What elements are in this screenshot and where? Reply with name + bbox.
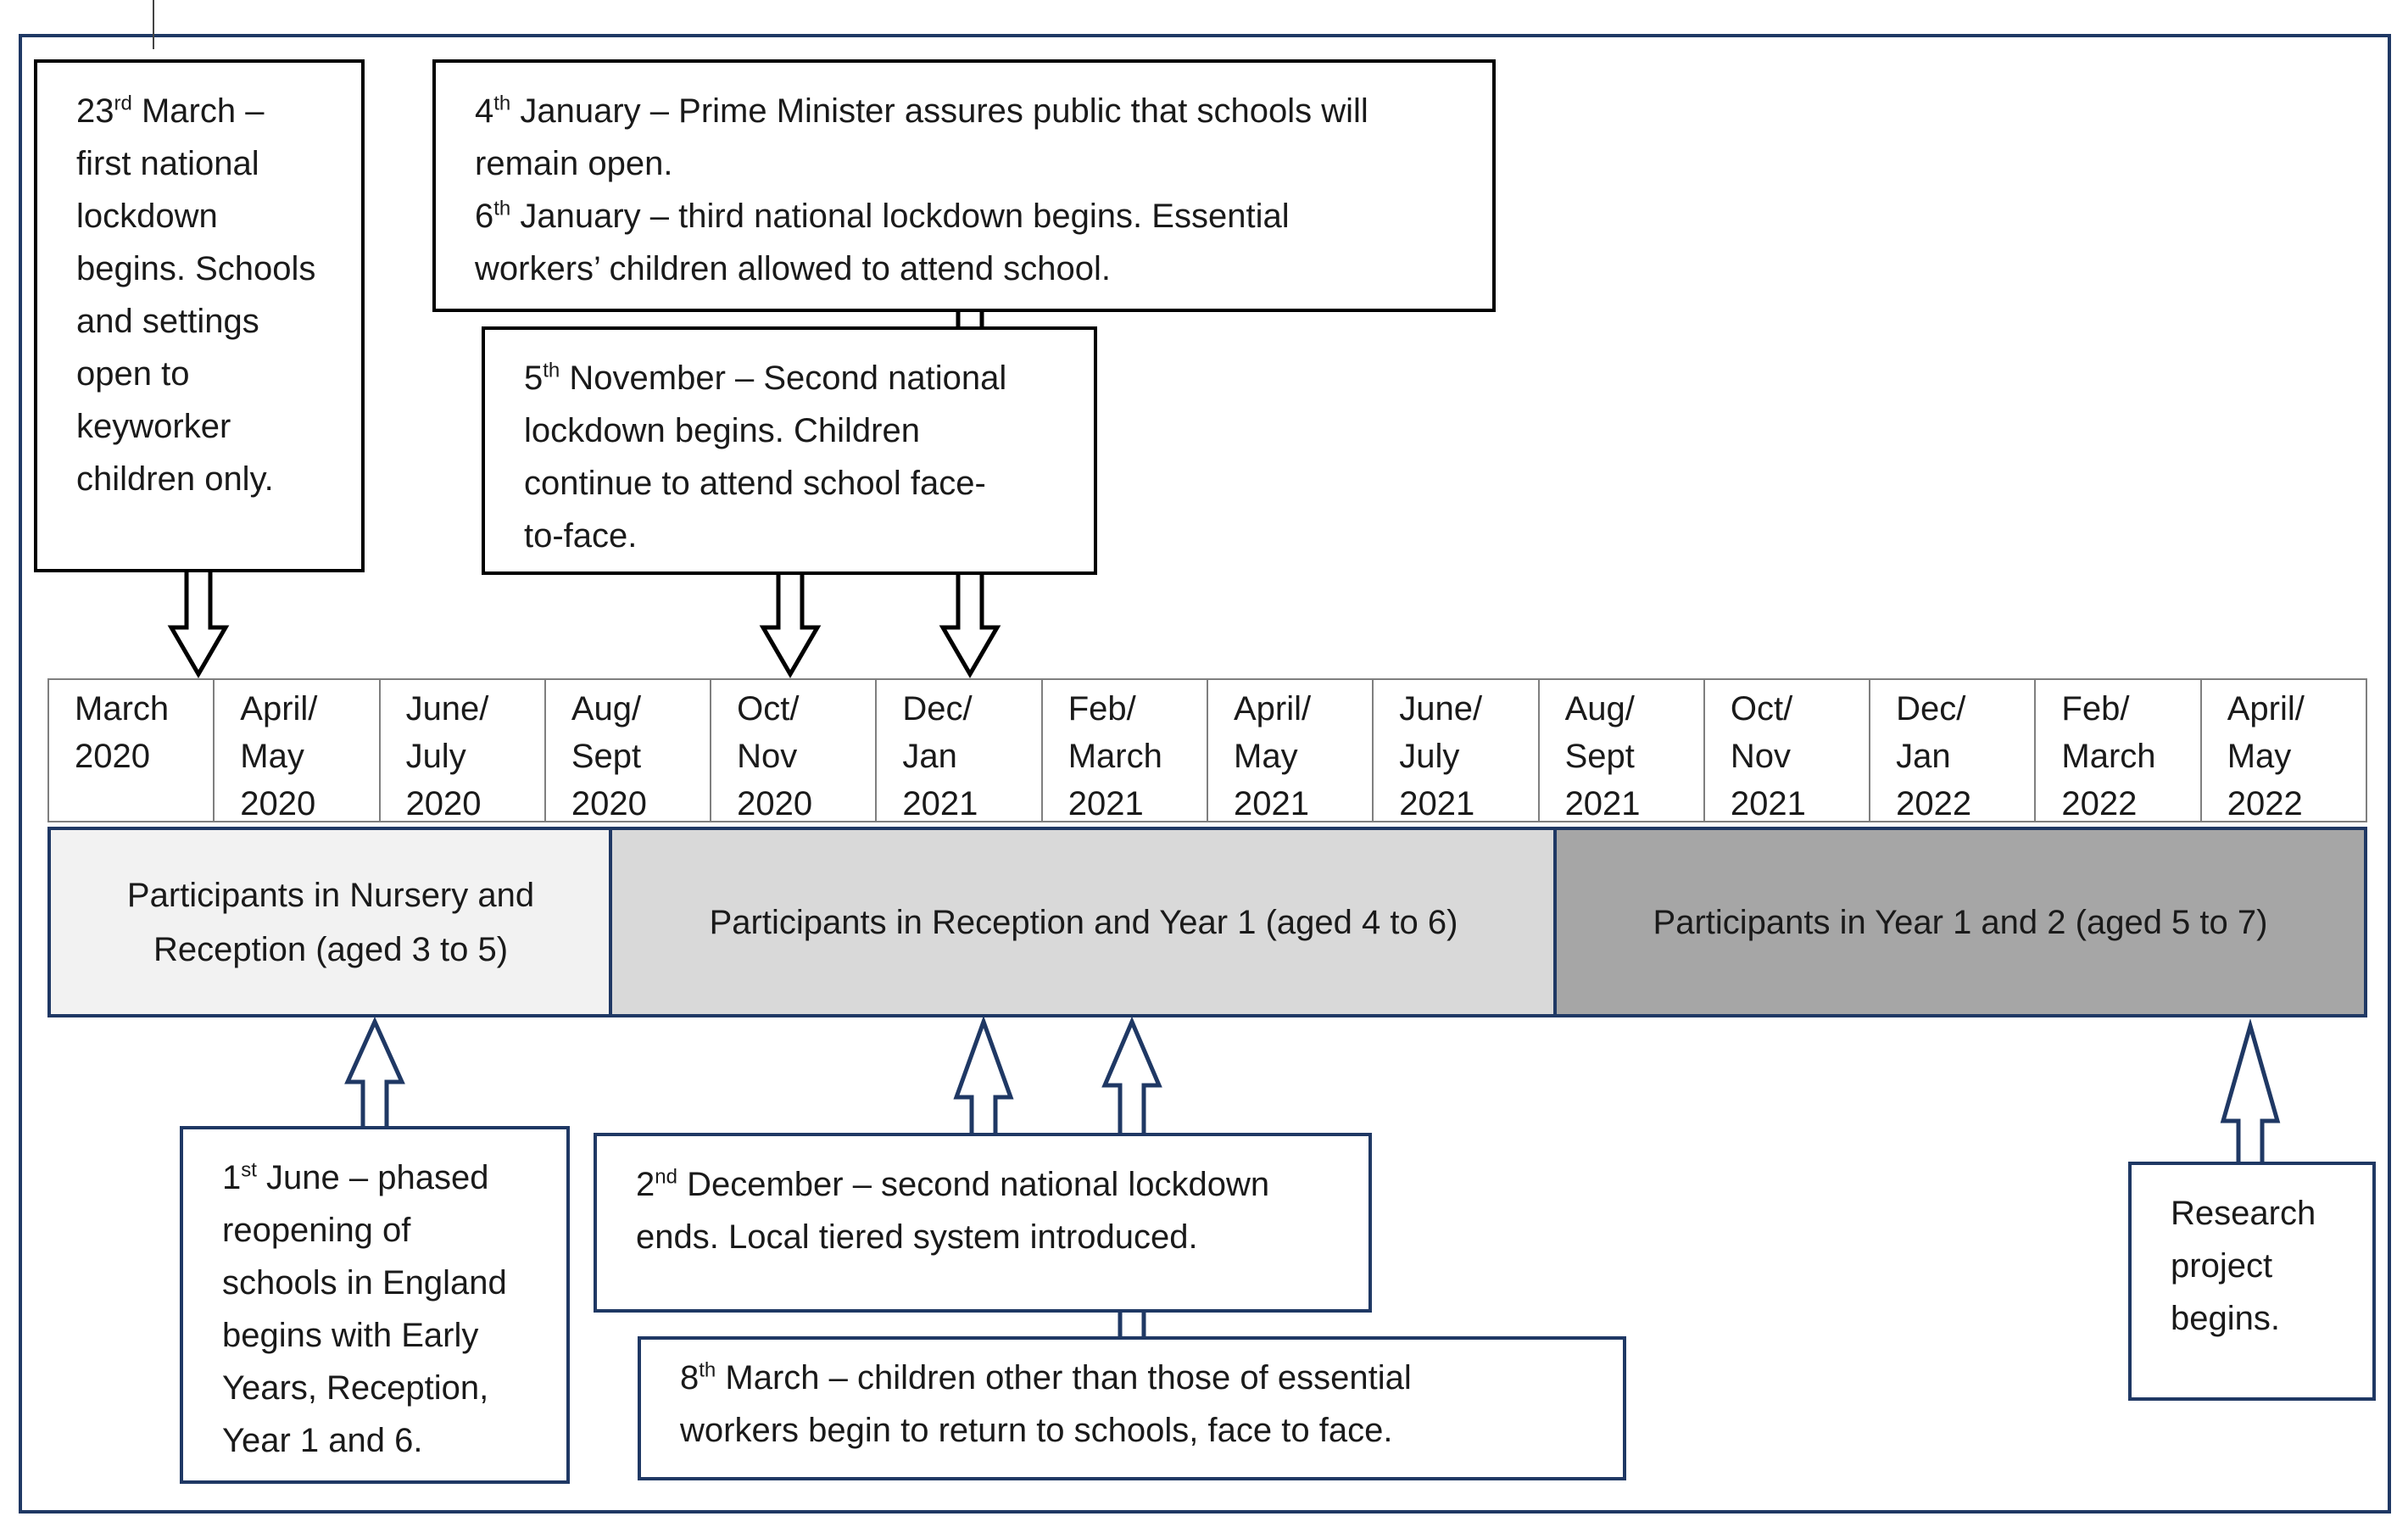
event-text-line: Year 1 and 6. — [222, 1422, 423, 1459]
event-box-december-2: 2nd December – second national lockdown e… — [594, 1133, 1372, 1313]
corner-tick-mark — [153, 0, 154, 49]
band-reception-year1: Participants in Reception and Year 1 (ag… — [609, 827, 1558, 1017]
event-box-november-5: 5th November – Second national lockdown b… — [482, 326, 1097, 575]
event-text-line: 5th November – Second national — [524, 359, 1007, 397]
event-box-june-1: 1st June – phased reopening of schools in … — [180, 1126, 570, 1484]
diagram-frame — [19, 34, 2391, 1513]
event-text-line: 6th January – third national lockdown be… — [475, 197, 1290, 235]
event-box-march-8: 8th March – children other than those of… — [638, 1336, 1626, 1480]
event-text-line: schools in England — [222, 1264, 507, 1302]
event-text-line: remain open. — [475, 145, 673, 182]
event-text-line: children only. — [76, 460, 274, 498]
event-text-line: to-face. — [524, 517, 638, 555]
event-text-line: lockdown begins. Children — [524, 412, 920, 449]
event-text-line: Research — [2171, 1195, 2316, 1232]
event-text-line: begins with Early — [222, 1317, 479, 1354]
down-arrow-oct-nov-2020 — [759, 573, 822, 678]
event-box-research-begins: Research project begins. — [2128, 1162, 2376, 1401]
event-text-line: first national — [76, 145, 259, 182]
event-text-line: Years, Reception, — [222, 1369, 489, 1407]
band-year1-year2: Participants in Year 1 and 2 (aged 5 to … — [1553, 827, 2367, 1017]
event-text-line: begins. Schools — [76, 250, 316, 287]
event-text-line: open to — [76, 355, 190, 393]
event-text-line: continue to attend school face- — [524, 465, 986, 502]
event-text-line: keyworker — [76, 408, 231, 445]
event-text-line: lockdown — [76, 198, 218, 235]
event-box-march-23: 23rd March – first national lockdown begins… — [34, 59, 365, 572]
event-text-line: ends. Local tiered system introduced. — [636, 1218, 1198, 1256]
event-text-line: project — [2171, 1247, 2273, 1285]
event-text-line: 4th January – Prime Minister assures pub… — [475, 92, 1368, 130]
up-arrow-dec-2020 — [953, 1015, 1014, 1135]
event-text-line: 23rd March – — [76, 92, 265, 130]
up-arrow-june-2020 — [344, 1016, 405, 1129]
event-box-january-4-6: 4th January – Prime Minister assures pub… — [432, 59, 1496, 312]
event-text-line: 1st June – phased — [222, 1158, 489, 1196]
event-text-line: 8th March – children other than those of… — [680, 1358, 1412, 1396]
event-text-line: begins. — [2171, 1300, 2280, 1337]
up-arrow-research-begins — [2220, 1017, 2281, 1164]
event-text-line: 2nd December – second national lockdown — [636, 1165, 1270, 1203]
event-text-line: workers’ children allowed to attend scho… — [475, 250, 1112, 287]
down-arrow-march-2020 — [167, 570, 230, 678]
event-text-line: and settings — [76, 303, 259, 340]
event-text-line: reopening of — [222, 1212, 411, 1249]
event-text-line: workers begin to return to schools, face… — [680, 1412, 1393, 1449]
